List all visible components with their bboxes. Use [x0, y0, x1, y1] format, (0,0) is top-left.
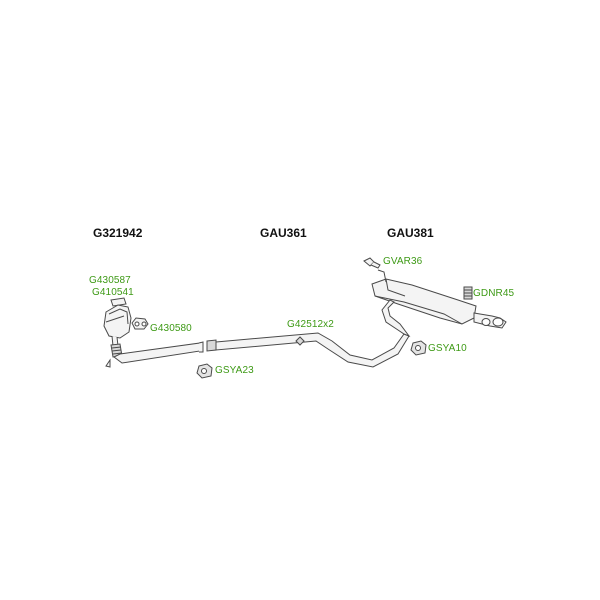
front-pipe-assembly[interactable]: [103, 297, 204, 368]
part-link-clamp-front[interactable]: G42512x2: [287, 319, 334, 330]
part-link-catalyst-a[interactable]: G430587: [89, 275, 131, 286]
part-link-hanger-rear[interactable]: GSYA10: [428, 343, 467, 354]
section-label-front: G321942: [93, 226, 143, 240]
intermediate-pipe[interactable]: [206, 332, 410, 368]
rear-muffler-assembly[interactable]: [371, 269, 507, 338]
section-label-middle: GAU361: [260, 226, 307, 240]
rubber-hanger-front[interactable]: [196, 363, 213, 379]
part-link-catalyst-b[interactable]: G410541: [92, 287, 134, 298]
part-link-rear-bracket[interactable]: GVAR36: [383, 256, 423, 267]
section-label-rear: GAU381: [387, 226, 434, 240]
part-link-hanger-front[interactable]: GSYA23: [215, 365, 254, 376]
part-link-gasket-front[interactable]: G430580: [150, 323, 192, 334]
part-link-rear-tip[interactable]: GDNR45: [473, 288, 515, 299]
bracket-part[interactable]: [363, 257, 381, 269]
rubber-hanger-rear[interactable]: [410, 340, 427, 356]
front-gasket-part[interactable]: [131, 317, 149, 330]
tail-tip-part[interactable]: [463, 286, 473, 300]
